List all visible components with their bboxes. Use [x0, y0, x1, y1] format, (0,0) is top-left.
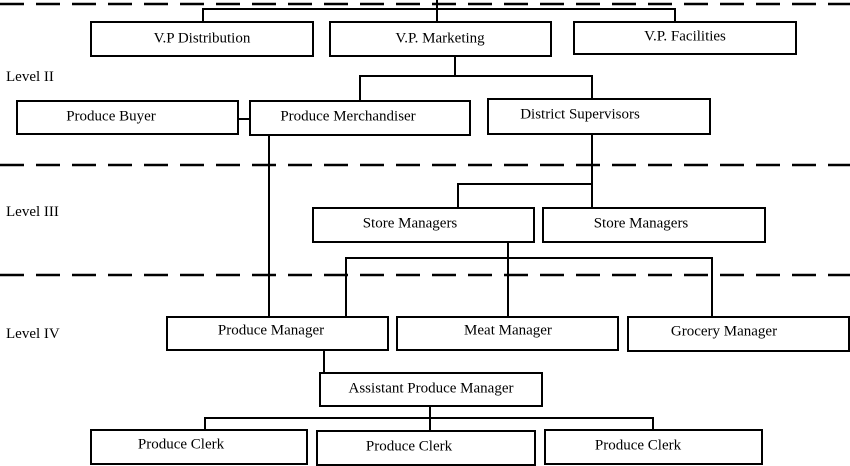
level-label-2: Level II	[6, 69, 54, 85]
node-label: Store Managers	[594, 215, 689, 231]
node-meat-manager: Meat Manager	[396, 316, 619, 351]
connectors	[202, 0, 713, 431]
node-label: Produce Clerk	[138, 436, 225, 452]
node-district-supervisors: District Supervisors	[487, 98, 711, 135]
node-label: Produce Clerk	[595, 437, 682, 453]
node-store-managers-2: Store Managers	[542, 207, 766, 243]
node-produce-manager: Produce Manager	[166, 316, 389, 351]
node-produce-clerk-1: Produce Clerk	[90, 429, 308, 465]
node-store-managers-1: Store Managers	[312, 207, 535, 243]
node-produce-clerk-3: Produce Clerk	[544, 429, 763, 465]
connector-department-bus	[345, 257, 713, 317]
node-vp-facilities: V.P. Facilities	[573, 21, 797, 55]
level-label-3: Level III	[6, 204, 59, 220]
node-label: Store Managers	[363, 215, 458, 231]
node-label: V.P Distribution	[154, 30, 251, 46]
node-label: Assistant Produce Manager	[349, 380, 514, 396]
node-produce-buyer: Produce Buyer	[16, 100, 239, 135]
node-label: Produce Buyer	[66, 108, 156, 124]
node-label: Produce Manager	[218, 322, 324, 338]
node-label: Produce Clerk	[366, 438, 453, 454]
level-label-4: Level IV	[6, 326, 60, 342]
node-label: V.P. Marketing	[395, 30, 485, 46]
node-label: Produce Merchandiser	[280, 108, 415, 124]
node-vp-marketing: V.P. Marketing	[329, 21, 552, 57]
node-label: Grocery Manager	[671, 323, 777, 339]
connector-vp-bus	[202, 8, 676, 22]
node-label: Meat Manager	[464, 322, 552, 338]
node-assistant-produce-manager: Assistant Produce Manager	[319, 372, 543, 407]
connector-marketing-bus	[359, 75, 593, 101]
connector-store-managers-bus	[457, 183, 593, 208]
node-grocery-manager: Grocery Manager	[627, 316, 850, 352]
node-label: District Supervisors	[520, 106, 640, 122]
node-produce-merchandiser: Produce Merchandiser	[249, 100, 471, 136]
node-vp-distribution: V.P Distribution	[90, 21, 314, 57]
node-label: V.P. Facilities	[644, 28, 726, 44]
node-produce-clerk-2: Produce Clerk	[316, 430, 536, 466]
